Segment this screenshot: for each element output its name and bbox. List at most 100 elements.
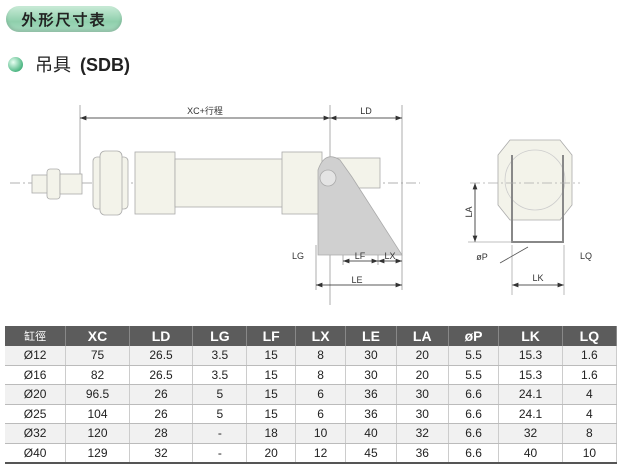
dimension-drawing: XC+行程 LD LG LF LX LE LA øP LK LQ	[10, 105, 592, 305]
table-cell: 20	[396, 346, 449, 366]
table-cell: Ø32	[5, 423, 67, 444]
column-header: LA	[396, 326, 449, 346]
table-cell: 20	[396, 365, 449, 385]
table-cell: Ø16	[5, 365, 67, 385]
table-cell: 10	[295, 423, 347, 444]
table-cell: 1.6	[562, 365, 618, 385]
table-cell: 5.5	[448, 346, 500, 366]
lf-label: LF	[355, 251, 366, 261]
column-header: XC	[65, 326, 130, 346]
table-cell: 6.6	[448, 404, 500, 424]
table-cell: 82	[65, 365, 130, 385]
ld-label: LD	[360, 106, 372, 116]
table-cell: 1.6	[562, 346, 618, 366]
table-cell: 26	[129, 404, 194, 424]
column-header: LQ	[562, 326, 618, 346]
table-cell: 6.6	[448, 423, 500, 444]
table-cell: 75	[65, 346, 130, 366]
table-cell: 28	[129, 423, 194, 444]
table-cell: 6.6	[448, 384, 500, 405]
table-cell: 45	[345, 443, 397, 464]
table-cell: Ø40	[5, 443, 67, 464]
column-header: LF	[246, 326, 296, 346]
section-header-badge: 外形尺寸表	[6, 6, 122, 32]
table-cell: 8	[295, 365, 347, 385]
table-cell: 129	[65, 443, 130, 464]
table-cell: 15.3	[498, 346, 563, 366]
table-cell: 15	[246, 346, 296, 366]
lx-label: LX	[384, 251, 395, 261]
column-header: LG	[192, 326, 248, 346]
table-cell: 5	[192, 384, 248, 405]
header-title: 外形尺寸表	[21, 11, 107, 29]
table-cell: -	[192, 443, 248, 464]
table-cell: 3.5	[192, 365, 248, 385]
section-name: 吊具	[35, 55, 71, 75]
table-cell: 30	[396, 384, 449, 405]
table-cell: 20	[246, 443, 296, 464]
table-cell: 15.3	[498, 365, 563, 385]
table-cell: 26	[129, 384, 194, 405]
column-header: 缸徑	[5, 326, 67, 346]
xc-label: XC+行程	[187, 105, 223, 116]
table-cell: Ø12	[5, 346, 67, 366]
op-label: øP	[476, 252, 488, 262]
table-cell: 18	[246, 423, 296, 444]
table-cell: 26.5	[129, 346, 194, 366]
table-cell: 32	[129, 443, 194, 464]
table-cell: 32	[396, 423, 449, 444]
table-cell: 12	[295, 443, 347, 464]
column-header: LD	[129, 326, 194, 346]
table-cell: 10	[562, 443, 618, 464]
table-cell: 26.5	[129, 365, 194, 385]
table-cell: 30	[396, 404, 449, 424]
table-cell: 36	[345, 404, 397, 424]
cylinder-side-view	[31, 150, 403, 256]
table-cell: 96.5	[65, 384, 130, 405]
column-header: LE	[345, 326, 397, 346]
lk-label: LK	[532, 273, 543, 283]
table-cell: Ø25	[5, 404, 67, 424]
table-cell: 104	[65, 404, 130, 424]
table-cell: 40	[345, 423, 397, 444]
table-cell: 30	[345, 346, 397, 366]
bullet-icon	[8, 56, 23, 72]
table-cell: 24.1	[498, 384, 563, 405]
table-cell: Ø20	[5, 384, 67, 405]
table-cell: 40	[498, 443, 563, 464]
column-header: LX	[295, 326, 347, 346]
table-cell: 24.1	[498, 404, 563, 424]
table-cell: 8	[562, 423, 618, 444]
section-code: (SDB)	[80, 55, 131, 75]
table-cell: 6	[295, 404, 347, 424]
table-cell: 15	[246, 404, 296, 424]
table-cell: 4	[562, 404, 618, 424]
table-cell: 36	[396, 443, 449, 464]
table-cell: 4	[562, 384, 618, 405]
table-cell: -	[192, 423, 248, 444]
table-cell: 6.6	[448, 443, 500, 464]
la-label: LA	[464, 206, 474, 217]
lq-label: LQ	[580, 251, 592, 261]
lg-label: LG	[292, 251, 304, 261]
table-cell: 36	[345, 384, 397, 405]
cylinder-end-view	[468, 139, 580, 295]
table-cell: 32	[498, 423, 563, 444]
le-label: LE	[351, 275, 362, 285]
column-header: øP	[448, 326, 500, 346]
column-header: LK	[498, 326, 563, 346]
table-cell: 8	[295, 346, 347, 366]
table-cell: 6	[295, 384, 347, 405]
table-cell: 5.5	[448, 365, 500, 385]
section-title: 吊具 (SDB)	[8, 51, 130, 77]
table-cell: 5	[192, 404, 248, 424]
table-cell: 3.5	[192, 346, 248, 366]
table-cell: 15	[246, 384, 296, 405]
